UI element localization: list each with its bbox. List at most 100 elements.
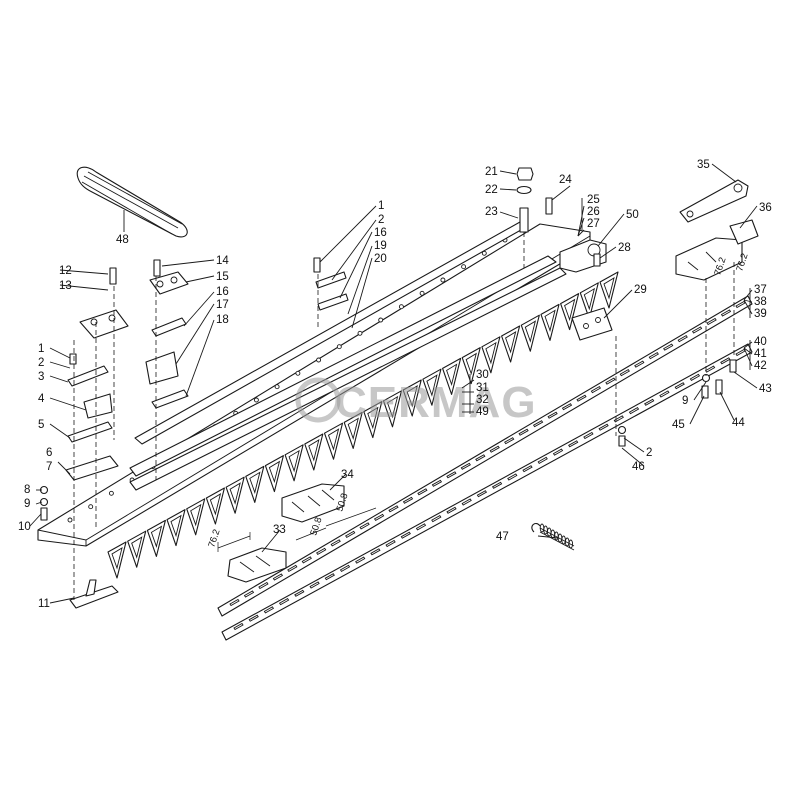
knife-section-cutout <box>347 417 359 440</box>
guard-bar-slot <box>674 382 685 390</box>
callout-11: 11 <box>38 598 50 610</box>
callout-leader <box>733 371 758 389</box>
knife-section-cutout <box>367 406 379 430</box>
callout-leader <box>319 205 377 263</box>
bar-hole <box>461 264 467 270</box>
guard-bar-slot <box>518 428 529 436</box>
callout-18: 18 <box>216 314 229 326</box>
callout-12: 12 <box>59 265 72 277</box>
knife-section-cutout <box>170 514 182 538</box>
callout-36: 36 <box>759 202 772 214</box>
callout-leader <box>499 170 517 175</box>
guard-bar-slot <box>301 556 312 564</box>
guard-bar-slot <box>504 437 515 445</box>
callout-47: 47 <box>496 531 509 543</box>
callout-3: 3 <box>38 371 44 383</box>
callout-16-left: 16 <box>216 286 229 298</box>
knife-section-cutout <box>131 536 143 559</box>
callout-leader <box>183 291 215 327</box>
callout-34: 34 <box>341 469 354 481</box>
knife-section-cutout <box>446 363 458 386</box>
callout-leader <box>743 289 753 301</box>
bar-hole <box>398 304 404 310</box>
knife-section-cutout <box>111 547 123 570</box>
guard-bar-slot <box>402 496 414 504</box>
callout-leader <box>49 597 75 604</box>
callout-leader <box>185 319 215 397</box>
callout-25: 25 <box>587 194 600 206</box>
callout-27: 27 <box>587 218 600 230</box>
spring-coil <box>568 539 574 549</box>
callout-8: 8 <box>24 484 30 496</box>
guard-bar-slot <box>659 390 670 398</box>
callout-leader <box>49 397 87 411</box>
guard-bar-slot <box>644 398 655 406</box>
callout-leader <box>331 219 377 281</box>
guard-bar-slot <box>532 420 544 428</box>
guard-bar-slot <box>476 490 488 498</box>
callout-leader <box>29 513 42 527</box>
callout-leader <box>261 529 281 553</box>
callout-41: 41 <box>754 348 767 360</box>
callout-1-left: 1 <box>38 343 44 355</box>
callout-42: 42 <box>754 360 767 372</box>
guard-bar-slot <box>229 598 240 607</box>
guard-bar-slot <box>258 581 269 590</box>
dimension-annotations: 76.2 50.8 50.8 76.2 76.2 <box>206 252 750 549</box>
callout-15: 15 <box>216 271 229 283</box>
knife-section-cutout <box>150 525 163 548</box>
guard-bar-slot <box>263 606 275 614</box>
callout-31: 31 <box>476 382 489 394</box>
guard-bar-slot <box>691 326 703 334</box>
guard-bar-slot <box>590 386 602 394</box>
callout-leader <box>577 205 585 237</box>
knife-section-cutout <box>308 439 320 462</box>
bar-hole <box>295 370 301 376</box>
knife-section-cutout <box>465 352 477 376</box>
guard-bar-slot <box>415 523 427 531</box>
callout-21: 21 <box>485 166 498 178</box>
callout-9-right: 9 <box>682 395 688 407</box>
guard-bar-slot <box>330 539 341 547</box>
callout-2-top: 2 <box>378 214 384 226</box>
callout-19: 19 <box>374 240 387 252</box>
guard-bar-slot <box>400 531 411 539</box>
svg-text:CERMAG: CERMAG <box>335 378 537 427</box>
callout-leader <box>743 347 753 367</box>
assembly-axes <box>73 232 735 600</box>
guard-bar-slot <box>706 317 717 326</box>
knife-section-cutout <box>524 320 537 343</box>
bar-hole <box>67 517 73 523</box>
callout-leader <box>35 501 43 505</box>
guard-bar-slot <box>359 522 370 530</box>
guard-bar-slot <box>628 407 640 415</box>
knife-section-row <box>107 271 619 579</box>
guard-bar-slot <box>431 479 443 487</box>
guard-bar-slot <box>431 515 442 523</box>
callout-33: 33 <box>273 524 286 536</box>
callout-49: 49 <box>476 406 489 418</box>
callout-leader <box>185 275 215 283</box>
callout-leader <box>719 391 735 421</box>
callout-23: 23 <box>485 206 498 218</box>
callout-leader <box>743 347 753 355</box>
callout-leader <box>499 188 517 191</box>
guard-bar-slot <box>561 403 573 411</box>
callout-leader <box>577 217 585 237</box>
knife-section-cutout <box>386 395 399 419</box>
guard-bar-slot <box>294 589 305 597</box>
callout-leader <box>603 289 633 319</box>
guard-bar-slot <box>309 581 320 589</box>
callout-leader <box>461 379 475 389</box>
guard-bar-slot <box>287 564 298 572</box>
knife-section-cutout <box>426 374 438 397</box>
knife-section-cutout <box>505 331 517 354</box>
drive-belt <box>76 166 188 238</box>
callout-48: 48 <box>116 234 129 246</box>
callout-leader <box>175 303 215 365</box>
guard-bar-slot <box>345 530 356 538</box>
callout-2-right: 2 <box>646 447 652 459</box>
callout-20: 20 <box>374 253 387 265</box>
guard-bar-slot <box>491 481 503 489</box>
callout-leader <box>551 185 571 201</box>
